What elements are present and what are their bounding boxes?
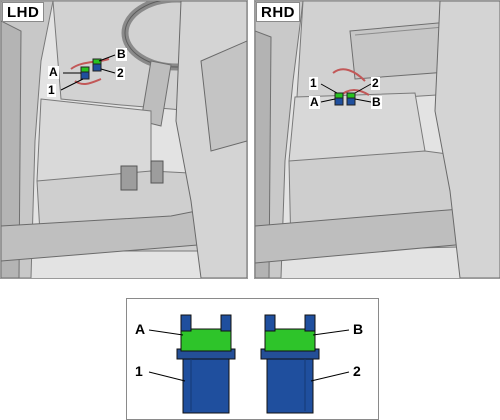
rhd-panel: RHD 1 A 2 B [254,0,500,279]
lhd-callout-a: A [48,65,59,79]
connector-detail-inset: A 1 B 2 [126,298,379,420]
rhd-callout-2: 2 [371,76,380,90]
connector-a-1 [176,314,236,414]
lhd-panel: LHD A 1 B 2 [0,0,248,279]
detail-label-a: A [135,321,146,337]
lhd-callout-b: B [116,47,127,61]
rhd-callout-a: A [309,95,320,109]
lhd-tag: LHD [2,2,45,22]
rhd-tag: RHD [256,2,300,22]
lhd-vehicle-illustration [1,1,247,278]
detail-label-b: B [353,321,364,337]
connector-detail-illustration [148,314,350,414]
rhd-callout-b: B [371,95,382,109]
detail-label-2: 2 [353,363,361,379]
detail-label-1: 1 [135,363,143,379]
rhd-vehicle-illustration [255,1,500,278]
lhd-callout-2: 2 [116,66,125,80]
lhd-callout-1: 1 [47,83,56,97]
rhd-callout-1: 1 [309,76,318,90]
connector-b-2 [260,314,320,414]
